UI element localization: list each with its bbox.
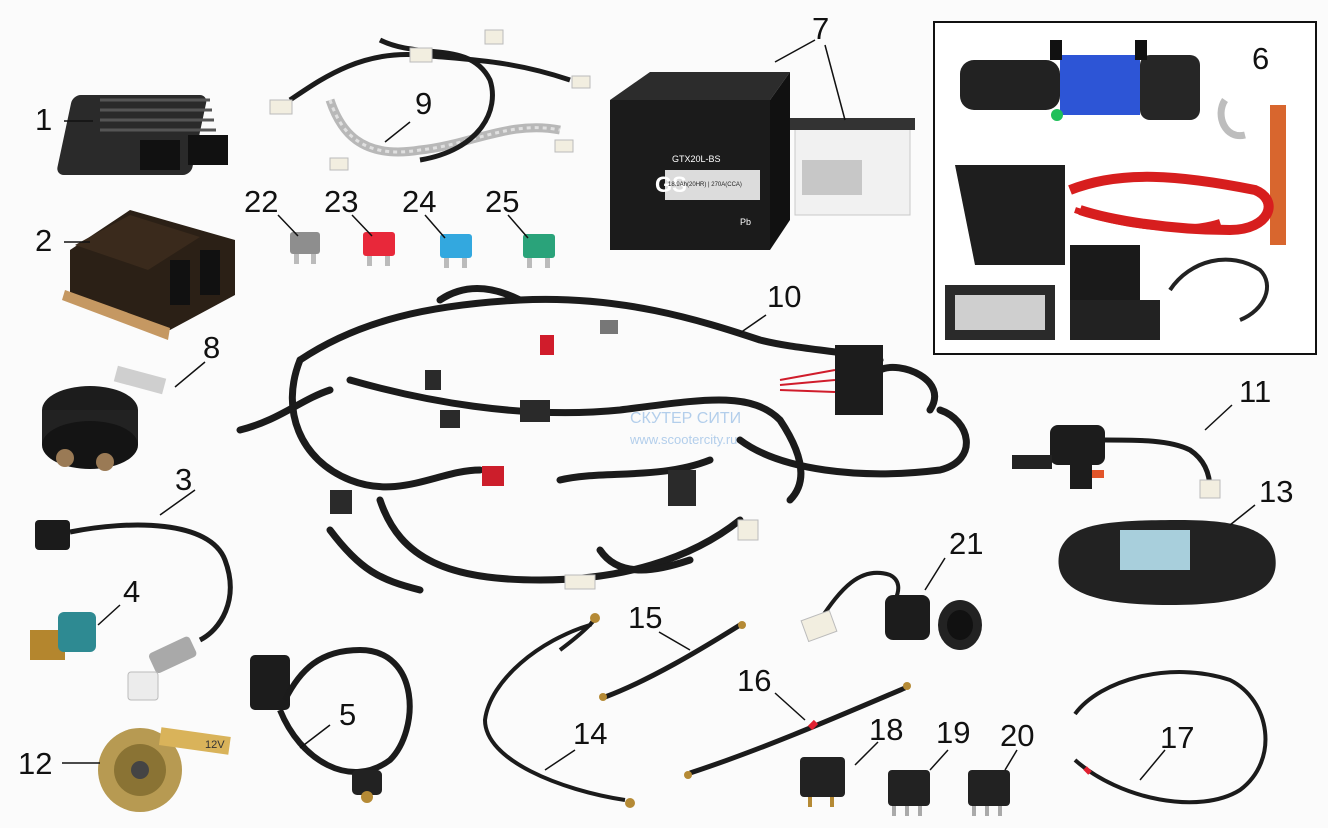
part-label-7: 7 [812,11,830,46]
part-label-18: 18 [869,712,904,747]
part-23-fuse-red [363,232,395,266]
part-label-3: 3 [175,462,193,497]
leader-lines [62,39,1256,781]
battery-model: GTX20L-BS [672,154,721,164]
part-label-11: 11 [1239,374,1272,409]
part-6-winch-kit [933,21,1317,355]
part-2-ecu [62,210,235,340]
part-label-4: 4 [123,574,141,609]
part-24-fuse-blue [440,234,472,268]
part-label-17: 17 [1160,720,1195,755]
part-8-main-switch [42,365,167,471]
watermark-url: www.scootercity.ru [630,432,738,447]
part-label-13: 13 [1259,474,1294,509]
part-label-16: 16 [737,663,772,698]
part-label-9: 9 [415,86,433,121]
part-label-1: 1 [35,102,53,137]
part-label-21: 21 [949,526,984,561]
part-4-temperature-sensor [30,612,96,660]
part-label-23: 23 [324,184,359,219]
part-15-cable [599,621,746,701]
part-label-22: 22 [244,184,279,219]
part-label-25: 25 [485,184,520,219]
part-label-8: 8 [203,330,221,365]
part-label-20: 20 [1000,718,1035,753]
part-12-horn: 12V [98,727,231,812]
part-19-relay [888,770,930,816]
part-9-wiring-harness [269,29,591,171]
part-1-voltage-regulator [57,95,228,175]
part-label-10: 10 [767,279,802,314]
part-22-fuse-grey [290,232,320,264]
part-13-dashboard-display [1058,520,1276,605]
part-20-relay [968,770,1010,816]
part-label-6: 6 [1252,41,1270,76]
part-label-19: 19 [936,715,971,750]
part-label-5: 5 [339,697,357,732]
watermark-name: СКУТЕР СИТИ [630,410,742,427]
part-17-cable [1073,670,1268,805]
part-label-14: 14 [573,716,608,751]
battery-pb-mark: Pb [740,217,751,227]
part-3-oxygen-sensor [35,520,233,701]
part-label-24: 24 [402,184,437,219]
harness-connectors [330,320,883,590]
battery-spec: 18.9Ah(20HR) | 270A(CCA) [668,182,742,188]
battery-brand: GS [655,172,687,197]
part-5-speed-sensor [250,646,413,803]
part-21-power-socket [800,570,982,650]
part-label-2: 2 [35,223,53,258]
part-7-battery: GS GTX20L-BS 18.9Ah(20HR) | 270A(CCA) Pb [610,72,915,250]
part-11-ignition-switch [1012,425,1221,499]
part-18-relay [800,757,845,807]
part-10-main-wiring-harness [236,284,970,594]
horn-voltage-mark: 12V [205,739,225,751]
part-label-15: 15 [628,600,663,635]
part-label-12: 12 [18,746,53,781]
part-16-cable [684,682,911,779]
part-25-fuse-green [523,234,555,268]
part-14-ground-cable [482,613,635,808]
